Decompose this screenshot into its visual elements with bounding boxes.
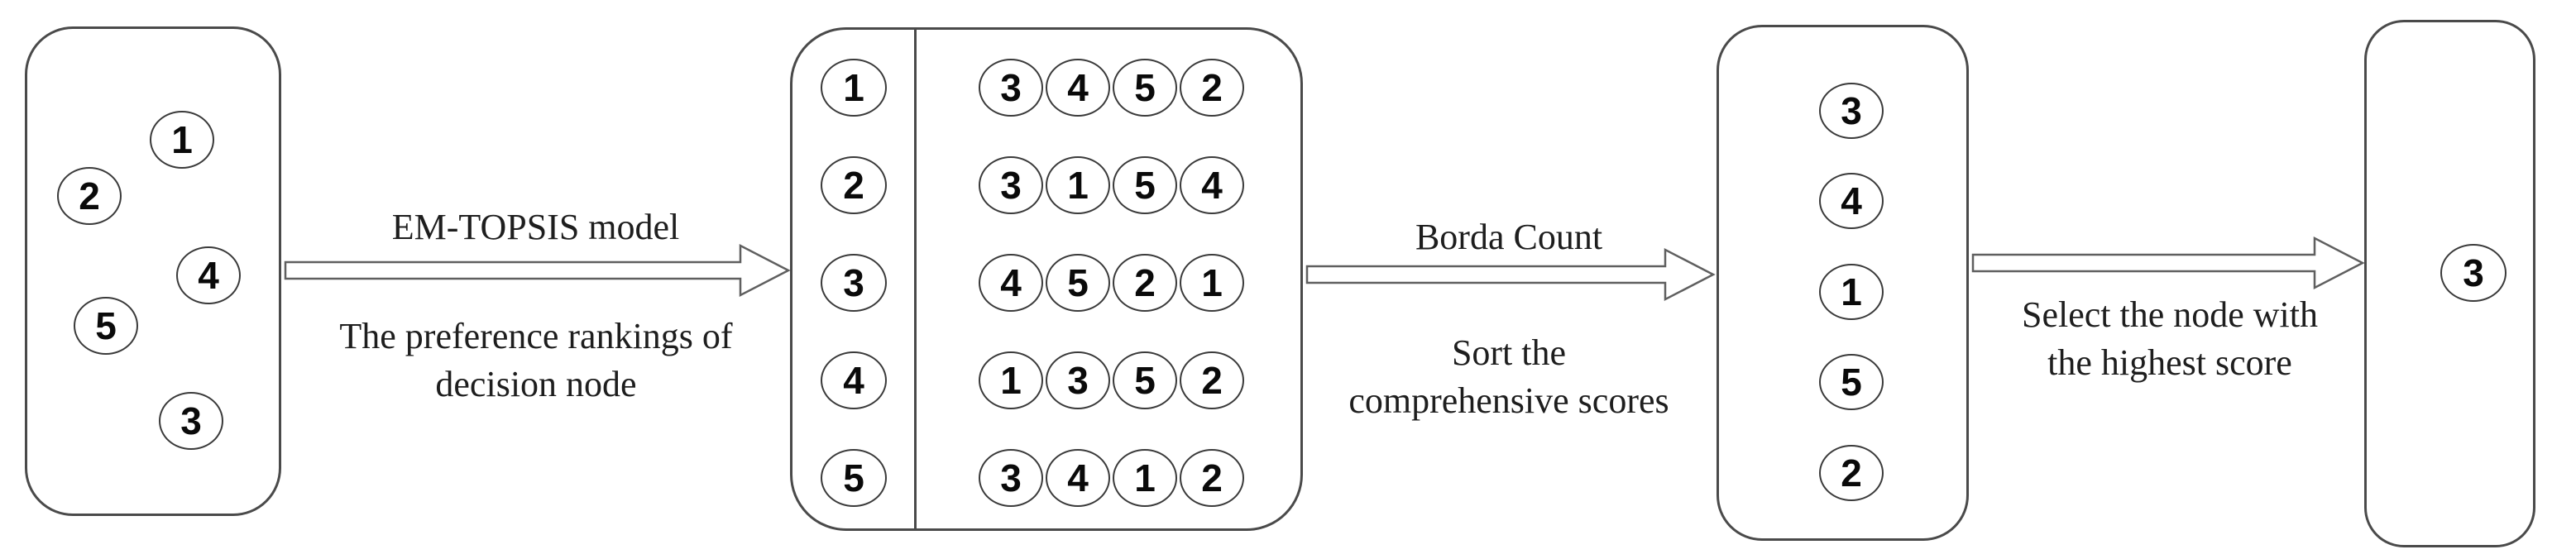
matrix-node: 2	[1180, 59, 1244, 117]
matrix-node: 2	[1113, 254, 1177, 312]
arrow1-label-bottom-line1: The preference rankings of	[339, 316, 733, 356]
matrix-node: 1	[1046, 156, 1110, 214]
arrow1-label-bottom: The preference rankings of decision node	[280, 313, 792, 408]
sorted-node: 5	[1819, 354, 1884, 410]
matrix-node: 5	[1113, 59, 1177, 117]
matrix-divider-line	[914, 30, 917, 528]
arrow2-label-bottom: Sort the comprehensive scores	[1264, 329, 1754, 425]
matrix-node: 3	[979, 59, 1043, 117]
matrix-node: 3	[979, 156, 1043, 214]
arrow1-label-bottom-line2: decision node	[435, 364, 637, 404]
arrow2-label-bottom-line2: comprehensive scores	[1348, 380, 1669, 421]
arrow-right-icon	[1971, 236, 2365, 290]
matrix-node: 2	[1180, 351, 1244, 409]
rank-row-node: 3	[821, 254, 887, 312]
scattered-node: 1	[150, 111, 214, 169]
arrow2-label-bottom-line1: Sort the	[1451, 332, 1567, 373]
arrow2-label-top: Borda Count	[1415, 217, 1603, 257]
matrix-node: 3	[1046, 351, 1110, 409]
matrix-node: 5	[1046, 254, 1110, 312]
matrix-node: 1	[1113, 449, 1177, 507]
sorted-node: 3	[1819, 83, 1884, 139]
rank-row-node: 4	[821, 351, 887, 409]
matrix-node: 4	[1046, 449, 1110, 507]
matrix-node: 1	[979, 351, 1043, 409]
scattered-node: 5	[74, 297, 138, 355]
sorted-node: 2	[1819, 445, 1884, 501]
matrix-node: 4	[1046, 59, 1110, 117]
sorted-node: 4	[1819, 173, 1884, 229]
arrow-right-icon	[1305, 247, 1716, 302]
matrix-node: 5	[1113, 156, 1177, 214]
arrow3-label-line1: Select the node with	[2021, 294, 2318, 335]
scattered-node: 3	[159, 392, 223, 450]
arrow3-label-line2: the highest score	[2047, 342, 2292, 383]
initial-nodes-box	[25, 26, 281, 516]
scattered-node: 4	[176, 246, 241, 304]
arrow-right-icon	[284, 243, 791, 298]
rank-row-node: 2	[821, 156, 887, 214]
matrix-node: 1	[1180, 254, 1244, 312]
scattered-node: 2	[57, 167, 122, 225]
matrix-node: 2	[1180, 449, 1244, 507]
arrow3-label: Select the node with the highest score	[1963, 291, 2377, 387]
sorted-node: 1	[1819, 264, 1884, 320]
matrix-node: 4	[979, 254, 1043, 312]
matrix-node: 5	[1113, 351, 1177, 409]
matrix-node: 4	[1180, 156, 1244, 214]
matrix-node: 3	[979, 449, 1043, 507]
arrow1-label-top: EM-TOPSIS model	[391, 207, 680, 247]
selected-node: 3	[2440, 244, 2507, 302]
rank-row-node: 5	[821, 449, 887, 507]
rank-row-node: 1	[821, 59, 887, 117]
